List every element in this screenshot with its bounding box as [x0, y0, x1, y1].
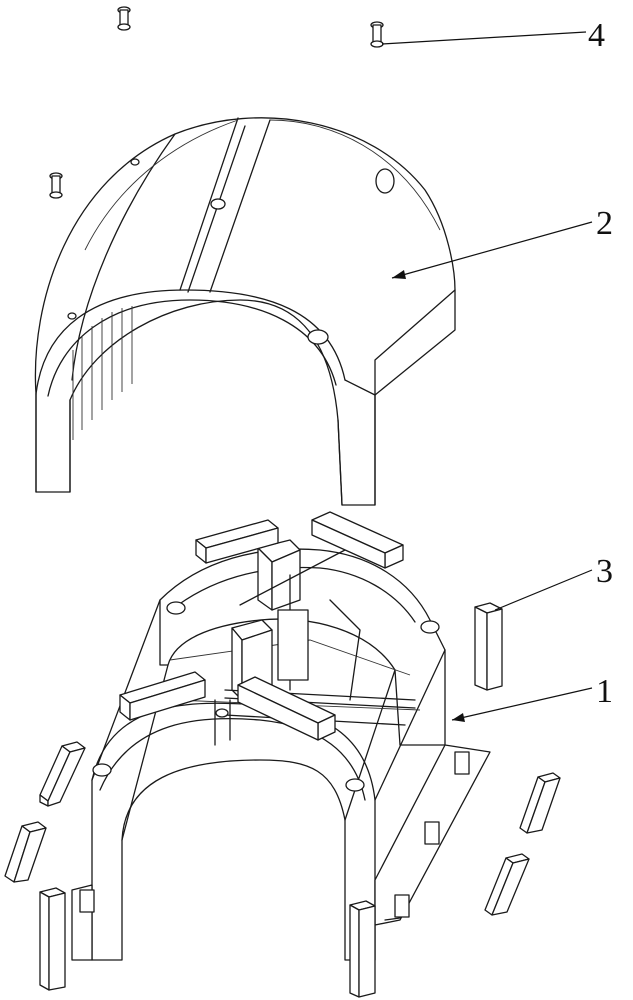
rivet-mid-left [50, 173, 62, 198]
callout-2: 2 [596, 205, 613, 242]
block-right-upper [520, 773, 560, 833]
arched-cover [35, 118, 455, 505]
block-bottom-left [40, 888, 65, 990]
block-left-lower [5, 822, 46, 882]
block-left-upper [40, 742, 85, 806]
leader-line-1 [452, 688, 592, 720]
block-right-lower [485, 854, 529, 915]
leader-line-3 [495, 570, 592, 610]
block-standalone-right [475, 603, 502, 690]
rivet-top-left [118, 7, 130, 30]
leader-line-4 [382, 32, 586, 44]
callout-1: 1 [596, 673, 613, 710]
rivet-top-right [371, 22, 383, 47]
callout-3: 3 [596, 553, 613, 590]
callout-4: 4 [588, 17, 605, 54]
block-bottom-right [350, 901, 375, 997]
